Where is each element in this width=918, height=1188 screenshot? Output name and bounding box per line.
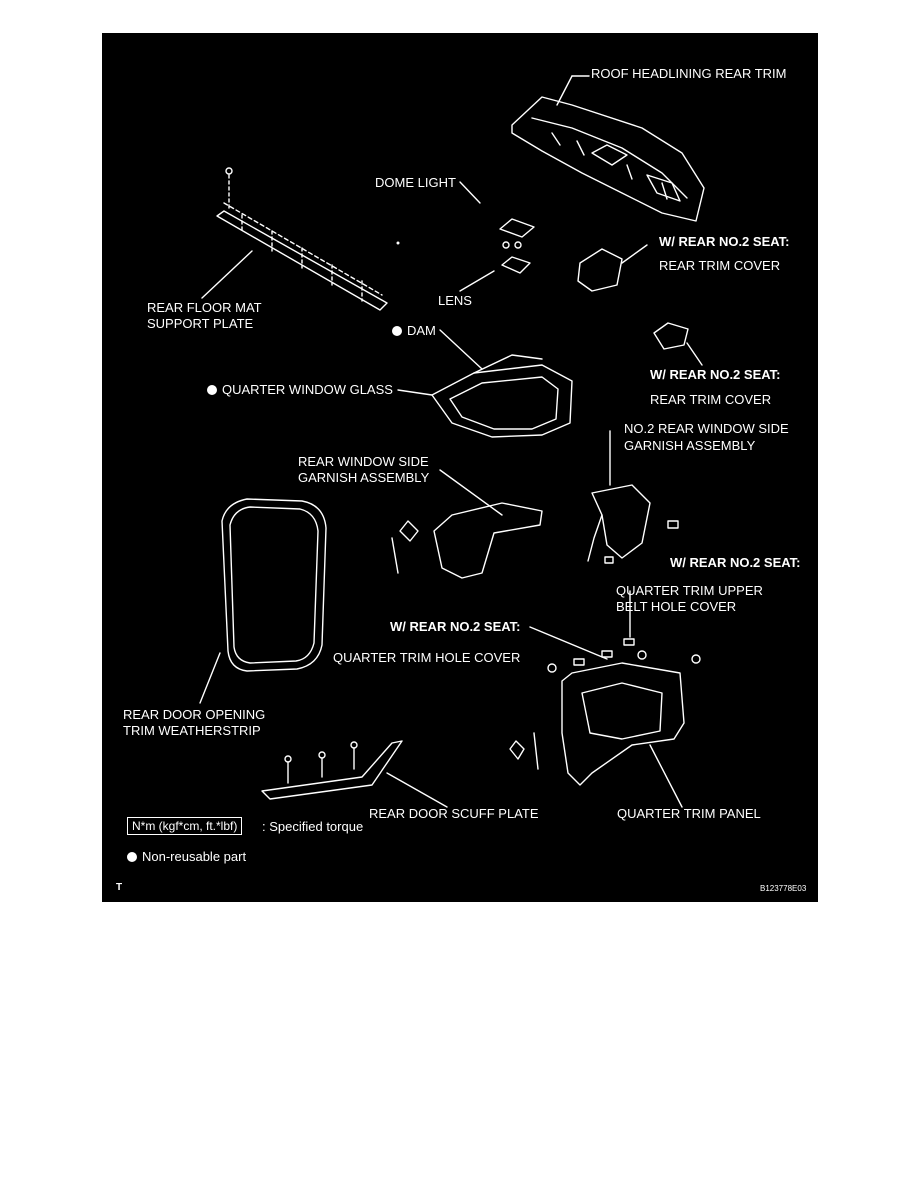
label-wrear-seat-4: W/ REAR NO.2 SEAT:: [390, 619, 521, 634]
label-rws-garnish-line1: REAR WINDOW SIDE: [298, 454, 429, 469]
leader-glass: [397, 389, 433, 396]
label-no2-garnish-line1: NO.2 REAR WINDOW SIDE: [624, 421, 789, 436]
label-wrear-seat-2: W/ REAR NO.2 SEAT:: [650, 367, 781, 382]
no2-rear-window-side-garnish-part: [587, 484, 679, 564]
leader-dam: [439, 329, 483, 370]
figure-code: B123778E03: [760, 884, 807, 893]
nonreusable-dot: [207, 385, 217, 395]
rear-door-opening-weatherstrip-part: [221, 498, 327, 672]
label-lens: LENS: [438, 293, 472, 308]
label-quarter-window-glass-text: QUARTER WINDOW GLASS: [222, 382, 393, 397]
label-qt-hole-cover: QUARTER TRIM HOLE COVER: [333, 650, 521, 665]
label-weatherstrip-line1: REAR DOOR OPENING: [123, 707, 266, 722]
label-rear-floor-mat-line1: REAR FLOOR MAT: [147, 300, 262, 315]
label-qt-upper-line1: QUARTER TRIM UPPER: [616, 583, 763, 598]
rear-floor-mat-support-plate-part: [216, 167, 388, 311]
rear-trim-cover-part-1: [577, 248, 623, 292]
label-no2-garnish-line2: GARNISH ASSEMBLY: [624, 438, 756, 453]
rear-trim-cover-part-2: [653, 322, 689, 350]
rear-window-side-garnish-part: [391, 502, 543, 579]
leader-roof-diag: [556, 75, 573, 106]
leader-rws-garnish: [439, 469, 503, 516]
leader-floor-mat: [201, 250, 253, 299]
label-dome-light: DOME LIGHT: [375, 175, 456, 190]
torque-unit-box: N*m (kgf*cm, ft.*lbf): [127, 817, 243, 835]
leader-weatherstrip: [199, 652, 221, 704]
label-rear-trim-cover-2: REAR TRIM COVER: [650, 392, 772, 407]
leader-qt-panel: [649, 744, 683, 808]
label-rear-trim-cover-1: REAR TRIM COVER: [659, 258, 781, 273]
label-quarter-trim-panel: QUARTER TRIM PANEL: [617, 806, 761, 821]
corner-mark-left: T: [116, 882, 123, 893]
label-quarter-window-glass: QUARTER WINDOW GLASS: [207, 382, 393, 398]
leader-scuff: [386, 772, 448, 808]
nonreusable-legend-text: Non-reusable part: [142, 849, 247, 864]
leader-qt-hole: [529, 626, 608, 660]
label-wrear-seat-1: W/ REAR NO.2 SEAT:: [659, 234, 790, 249]
dome-light-part: [499, 218, 535, 274]
parts-illustration: [199, 75, 705, 808]
nonreusable-dot: [127, 852, 137, 862]
roof-headlining-rear-trim-part: [511, 96, 705, 222]
label-qt-upper-line2: BELT HOLE COVER: [616, 599, 737, 614]
leader-cover-1: [621, 244, 648, 264]
label-scuff-plate: REAR DOOR SCUFF PLATE: [369, 806, 539, 821]
label-weatherstrip-line2: TRIM WEATHERSTRIP: [123, 723, 261, 738]
label-rws-garnish-line2: GARNISH ASSEMBLY: [298, 470, 430, 485]
nonreusable-dot: [392, 326, 402, 336]
label-dam: DAM: [392, 323, 436, 339]
leader-cover-2: [686, 342, 703, 366]
rear-door-scuff-plate-part: [261, 740, 403, 800]
quarter-window-glass-part: [431, 354, 573, 438]
leader-dome: [459, 181, 481, 204]
torque-legend-text: : Specified torque: [262, 819, 364, 834]
leader-lens: [459, 270, 495, 292]
label-wrear-seat-3: W/ REAR NO.2 SEAT:: [670, 555, 801, 570]
label-rear-floor-mat-line2: SUPPORT PLATE: [147, 316, 254, 331]
quarter-trim-panel-part: [509, 638, 701, 786]
diagram-panel: ROOF HEADLINING REAR TRIM DOME LIGHT LEN…: [102, 33, 818, 902]
label-roof-headlining: ROOF HEADLINING REAR TRIM: [591, 66, 787, 81]
label-dam-text: DAM: [407, 323, 436, 338]
nonreusable-legend: Non-reusable part: [127, 849, 246, 865]
